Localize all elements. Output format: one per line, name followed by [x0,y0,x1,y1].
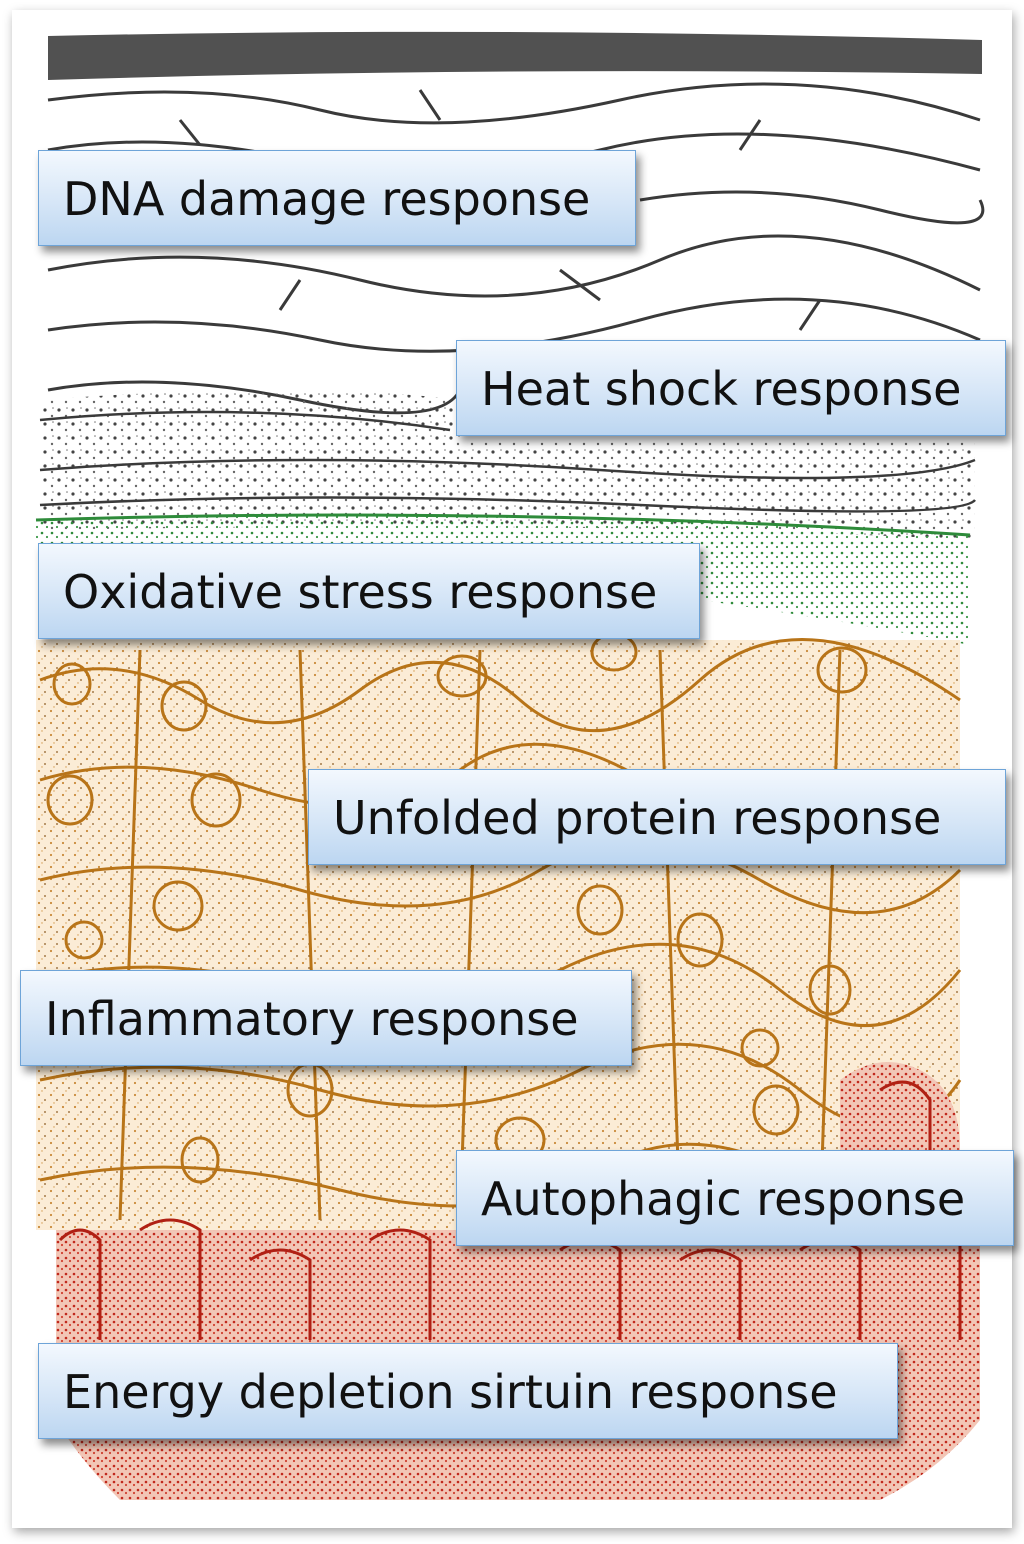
label-autophagic-response: Autophagic response [456,1150,1014,1246]
stratum-top-band [48,31,982,80]
label-energy-depletion-sirtuin-response: Energy depletion sirtuin response [38,1343,898,1439]
label-inflammatory-response: Inflammatory response [20,970,632,1066]
label-text: Oxidative stress response [63,565,658,619]
label-text: Unfolded protein response [333,791,942,845]
label-dna-damage-response: DNA damage response [38,150,636,246]
label-text: DNA damage response [63,172,591,226]
label-unfolded-protein-response: Unfolded protein response [308,769,1006,865]
label-oxidative-stress-response: Oxidative stress response [38,543,700,639]
label-text: Heat shock response [481,362,962,416]
green-layer [36,515,970,645]
granular-layer-lines [39,410,976,513]
label-heat-shock-response: Heat shock response [456,340,1006,436]
label-text: Autophagic response [481,1172,966,1226]
label-text: Inflammatory response [45,992,579,1046]
label-text: Energy depletion sirtuin response [63,1365,838,1419]
